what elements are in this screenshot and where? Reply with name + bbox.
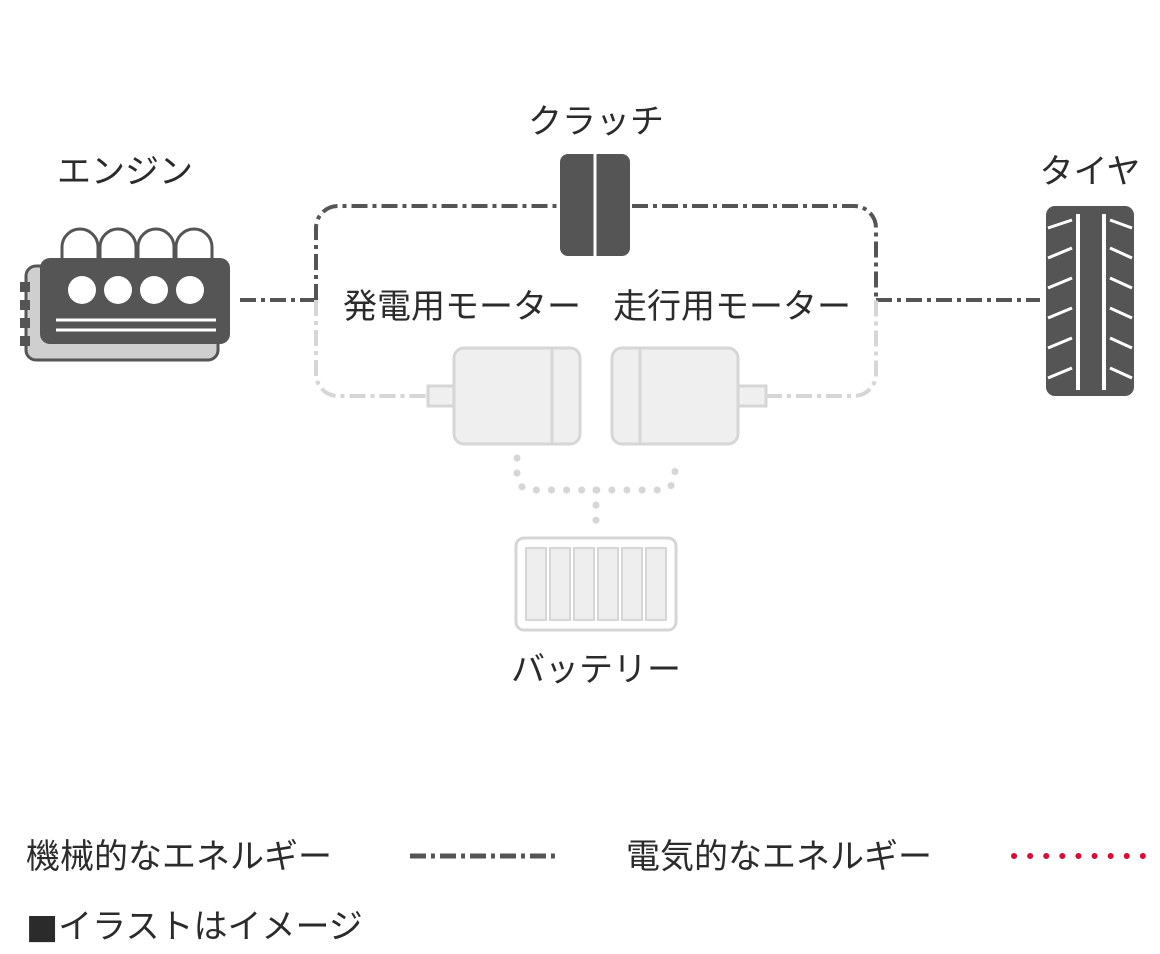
legend-mechanical-label: 機械的なエネルギー bbox=[26, 837, 332, 877]
battery-label: バッテリー bbox=[511, 650, 681, 690]
legend: 機械的なエネルギー 電気的なエネルギー bbox=[26, 837, 1159, 877]
generator-motor-label: 発電用モーター bbox=[343, 287, 581, 327]
tire-label: タイヤ bbox=[1040, 152, 1141, 192]
illustration-note: ■イラストはイメージ bbox=[26, 907, 363, 947]
mechanical-energy-path bbox=[240, 204, 1040, 302]
clutch-icon bbox=[560, 154, 630, 256]
engine-label: エンジン bbox=[57, 152, 193, 192]
battery-icon bbox=[514, 536, 678, 632]
legend-electrical-label: 電気的なエネルギー bbox=[626, 837, 932, 877]
inactive-mechanical-path bbox=[314, 300, 878, 398]
drive-motor-icon bbox=[610, 346, 768, 446]
drive-motor-label: 走行用モーター bbox=[613, 287, 851, 327]
engine-icon bbox=[20, 227, 230, 362]
clutch-label: クラッチ bbox=[528, 102, 664, 142]
tire-icon bbox=[1046, 206, 1134, 396]
generator-motor-icon bbox=[426, 346, 582, 446]
inactive-electrical-path bbox=[513, 454, 679, 534]
